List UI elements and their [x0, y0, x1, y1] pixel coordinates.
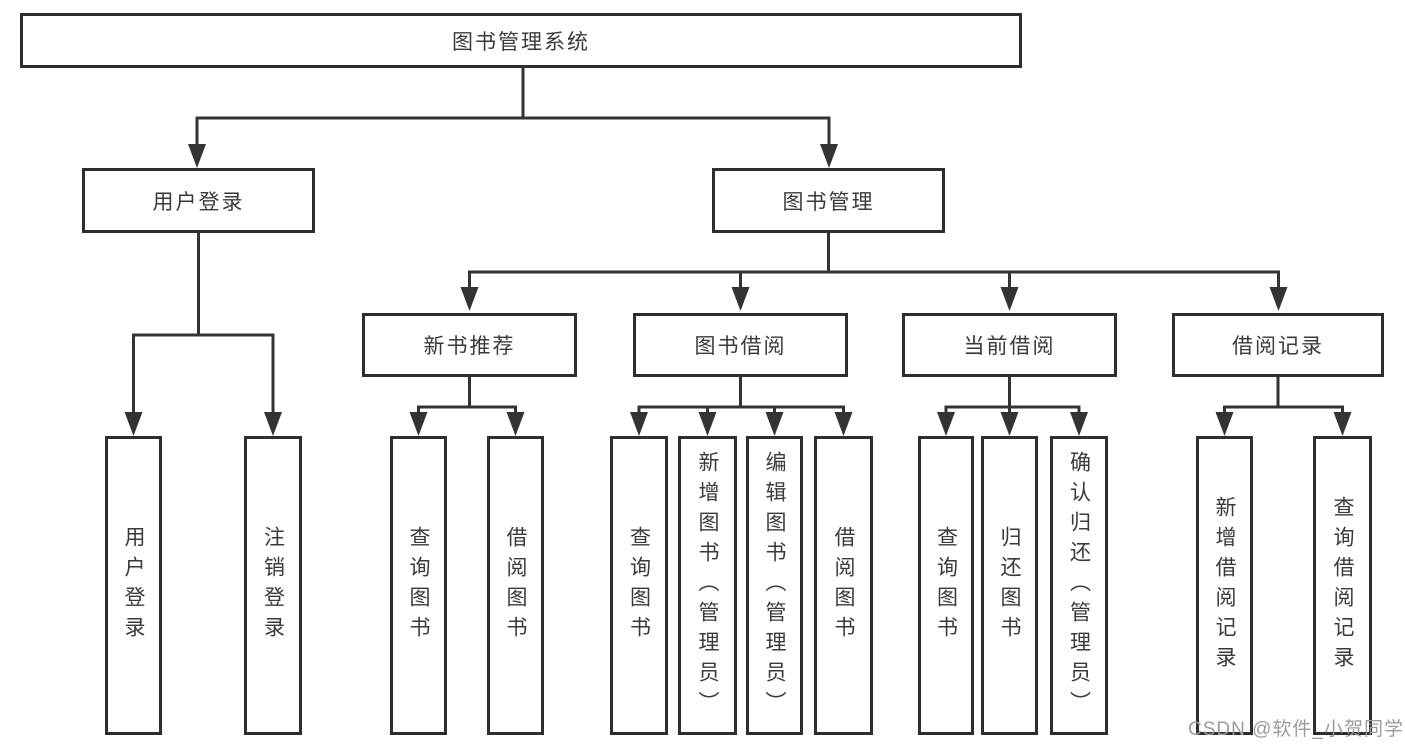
- leaf-edit-books-admin: 编辑图书（管理员）: [746, 436, 803, 735]
- leaf-user-login: 用户登录: [105, 436, 162, 735]
- node-book-management: 图书管理: [712, 168, 945, 233]
- node-new-book-recommend: 新书推荐: [362, 313, 577, 377]
- csdn-watermark: CSDN @软件_小贺同学: [1188, 719, 1404, 740]
- leaf-add-borrow-record: 新增借阅记录: [1196, 436, 1253, 735]
- leaf-return-books: 归还图书: [981, 436, 1038, 735]
- leaf-current-query-books: 查询图书: [918, 436, 974, 735]
- leaf-logout: 注销登录: [244, 436, 302, 735]
- node-book-borrowing: 图书借阅: [633, 313, 848, 377]
- node-library-management-system: 图书管理系统: [20, 13, 1022, 68]
- leaf-query-borrow-record: 查询借阅记录: [1313, 436, 1372, 735]
- leaf-borrow-books: 借阅图书: [814, 436, 873, 735]
- leaf-confirm-return-admin: 确认归还（管理员）: [1050, 436, 1108, 735]
- node-borrowing-records: 借阅记录: [1172, 313, 1384, 377]
- leaf-add-books-admin: 新增图书（管理员）: [678, 436, 737, 735]
- leaf-recommend-query-books: 查询图书: [390, 436, 447, 735]
- node-current-borrowing: 当前借阅: [902, 313, 1117, 377]
- leaf-borrowing-query-books: 查询图书: [610, 436, 668, 735]
- node-user-login: 用户登录: [82, 168, 315, 233]
- leaf-recommend-borrow-books: 借阅图书: [487, 436, 544, 735]
